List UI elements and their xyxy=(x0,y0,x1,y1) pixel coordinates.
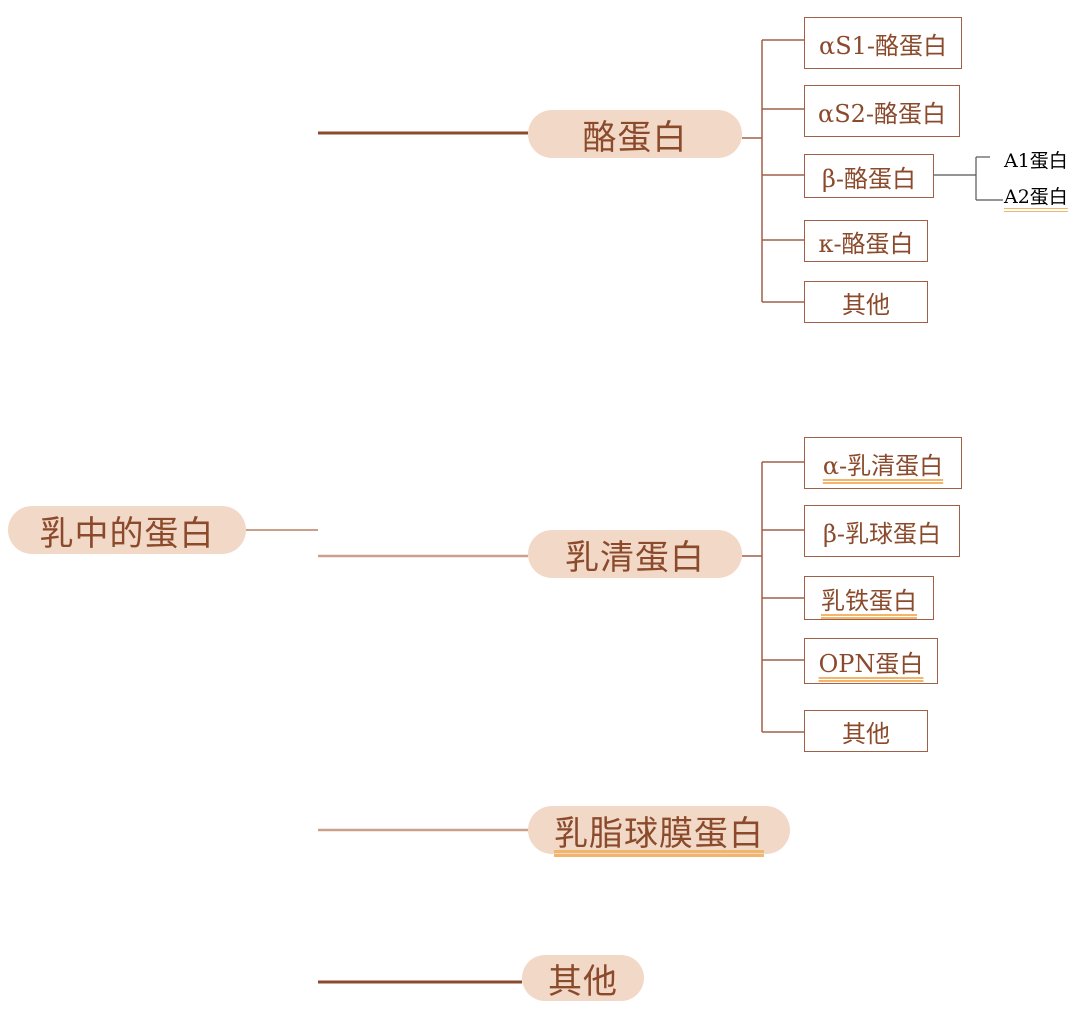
leaf-a1-protein: A1蛋白 xyxy=(1004,150,1068,172)
whey-child-alpha-lactalbumin: α-乳清蛋白 xyxy=(804,437,962,489)
branch-other: 其他 xyxy=(522,955,644,1002)
whey-child-alpha-label: α-乳清蛋白 xyxy=(822,451,944,480)
casein-child-other: 其他 xyxy=(804,281,928,323)
branch-mfgm: 乳脂球膜蛋白 xyxy=(528,806,790,854)
whey-child-lactoferrin-label: 乳铁蛋白 xyxy=(821,586,917,615)
casein-child-as1: αS1-酪蛋白 xyxy=(804,17,962,69)
whey-child-lactoferrin: 乳铁蛋白 xyxy=(804,576,934,620)
branch-whey: 乳清蛋白 xyxy=(528,530,742,578)
root-node: 乳中的蛋白 xyxy=(8,506,246,554)
branch-casein: 酪蛋白 xyxy=(528,110,742,158)
whey-child-opn-label: OPN蛋白 xyxy=(818,649,924,678)
whey-child-opn: OPN蛋白 xyxy=(804,638,938,684)
whey-child-other: 其他 xyxy=(804,710,928,752)
casein-child-beta: β-酪蛋白 xyxy=(804,154,934,198)
casein-child-as2: αS2-酪蛋白 xyxy=(804,85,960,137)
casein-child-kappa: κ-酪蛋白 xyxy=(804,220,928,262)
branch-mfgm-label: 乳脂球膜蛋白 xyxy=(554,813,764,854)
whey-child-beta-lactoglobulin: β-乳球蛋白 xyxy=(804,505,960,557)
leaf-a2-protein: A2蛋白 xyxy=(1004,186,1068,208)
